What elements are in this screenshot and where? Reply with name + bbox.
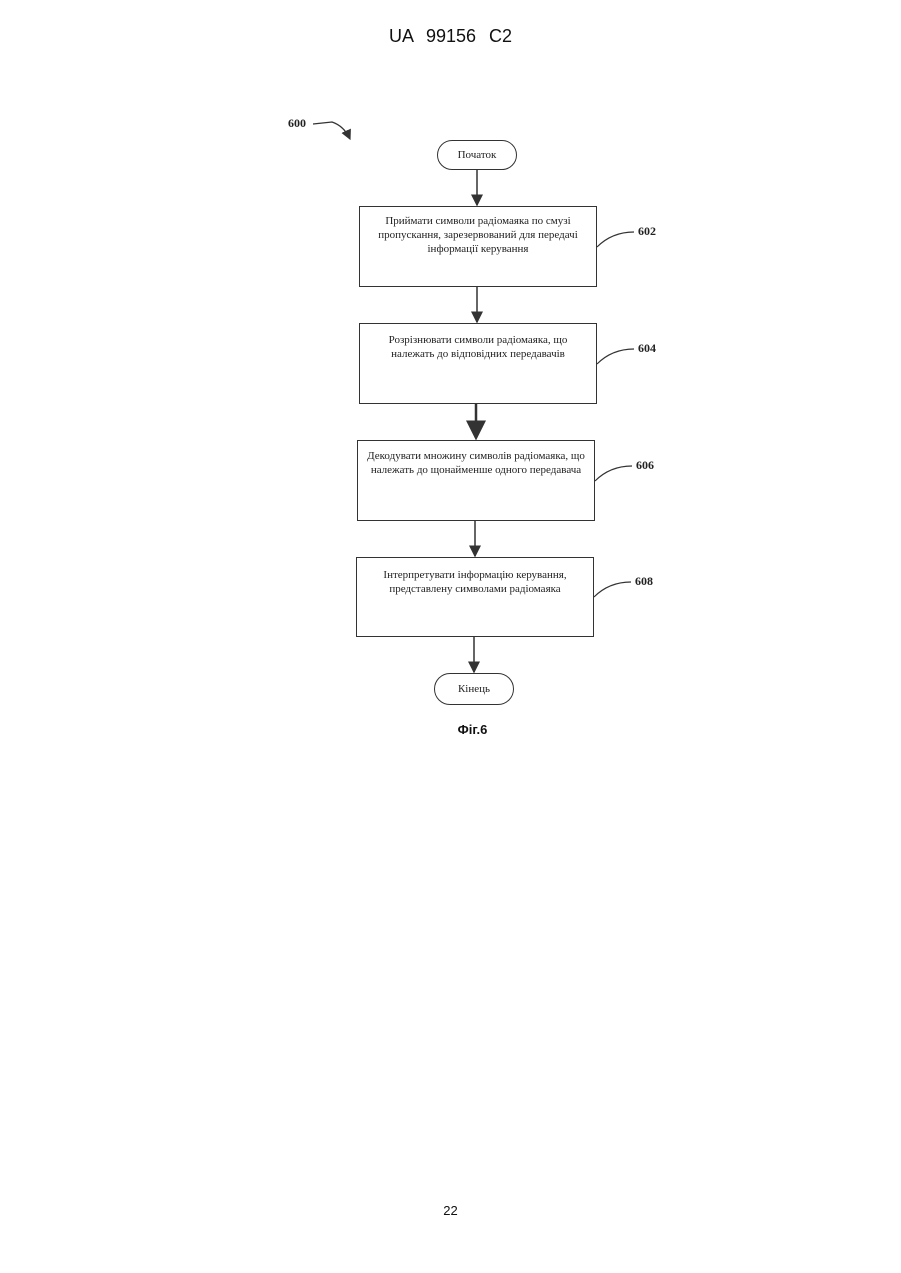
step-ref-606: 606 bbox=[636, 458, 654, 473]
end-terminal: Кінець bbox=[434, 673, 514, 705]
leader-line-602 bbox=[597, 232, 634, 247]
figure-reference-numeral: 600 bbox=[288, 116, 306, 131]
leader-line-604 bbox=[597, 349, 634, 364]
step-ref-604: 604 bbox=[638, 341, 656, 356]
step-text-604: Розрізнювати символи радіомаяка, що нале… bbox=[367, 333, 589, 361]
step-text-606: Декодувати множину символів радіомаяка, … bbox=[365, 449, 587, 477]
start-terminal: Початок bbox=[437, 140, 517, 170]
step-text-608: Інтерпретувати інформацію керування, пре… bbox=[364, 568, 586, 596]
leader-line-608 bbox=[594, 582, 631, 597]
step-text-602: Приймати символи радіомаяка по смузі про… bbox=[367, 214, 589, 256]
figure-caption: Фіг.6 bbox=[0, 722, 901, 737]
page-number: 22 bbox=[0, 1203, 901, 1218]
step-ref-602: 602 bbox=[638, 224, 656, 239]
step-ref-608: 608 bbox=[635, 574, 653, 589]
leader-line-606 bbox=[595, 466, 632, 481]
figure-ref-arrow bbox=[313, 122, 350, 139]
